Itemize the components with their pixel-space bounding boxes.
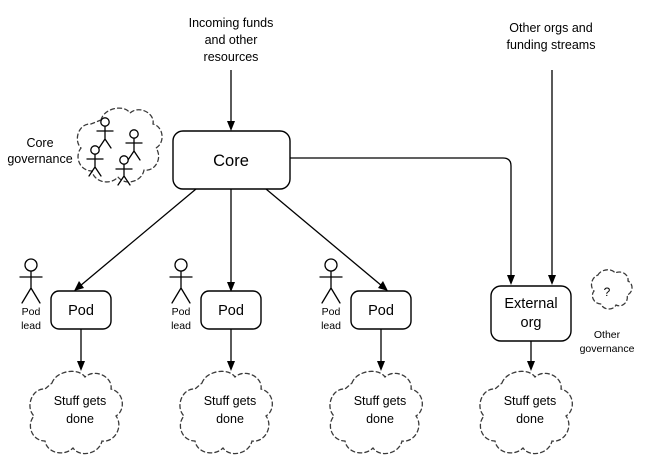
other-governance-group: ? Other governance xyxy=(580,269,635,355)
arrowhead xyxy=(77,361,85,371)
incoming-funds-line-2: and other xyxy=(205,33,258,47)
governance-person-1 xyxy=(96,117,114,149)
pod-lead-2-line-2: lead xyxy=(171,320,191,332)
other-governance-cloud xyxy=(590,269,633,310)
stuff-gets-done-cloud-4 xyxy=(479,370,573,455)
pod-lead-3-line-1: Pod xyxy=(322,306,341,318)
external-org-box[interactable] xyxy=(490,285,572,342)
governance-person-4 xyxy=(115,155,133,186)
outcome-3-line-2: done xyxy=(366,412,394,426)
outcome-1-line-1: Stuff gets xyxy=(54,394,107,408)
other-governance-line-2: governance xyxy=(580,343,635,355)
outcome-4-line-1: Stuff gets xyxy=(504,394,557,408)
edge-external-org-to-outcome-4 xyxy=(527,341,535,371)
governance-person-2 xyxy=(125,129,143,161)
edge-core-to-external-org xyxy=(290,157,515,285)
outcome-3-line-1: Stuff gets xyxy=(354,394,407,408)
arrowhead xyxy=(527,361,535,371)
core-governance-group: Core governance xyxy=(7,107,163,186)
arrowhead xyxy=(227,361,235,371)
external-org-line-2: org xyxy=(521,315,542,331)
arrowhead xyxy=(227,121,235,131)
external-org-line-1: External xyxy=(504,296,557,312)
core-node[interactable]: Core xyxy=(172,130,291,190)
arrowhead xyxy=(507,275,515,285)
arrowhead xyxy=(227,282,235,292)
edge-pod-1-to-outcome-1 xyxy=(77,329,85,371)
other-governance-question-mark: ? xyxy=(604,285,611,299)
core-label: Core xyxy=(213,152,249,170)
outcome-2-line-1: Stuff gets xyxy=(204,394,257,408)
edge-core-to-pod-2 xyxy=(227,189,235,292)
core-governance-cloud xyxy=(76,107,163,183)
core-governance-line-1: Core xyxy=(26,136,53,150)
pod-node-1[interactable]: Pod xyxy=(50,290,112,330)
pod-3-label: Pod xyxy=(368,303,394,319)
pod-lead-3-line-2: lead xyxy=(321,320,341,332)
governance-person-3 xyxy=(86,145,104,177)
other-governance-line-1: Other xyxy=(594,329,621,341)
edge-pod-2-to-outcome-2 xyxy=(227,329,235,371)
pod-lead-2: Pod lead xyxy=(169,258,193,332)
stuff-gets-done-cloud-3 xyxy=(329,370,423,455)
pod-lead-1: Pod lead xyxy=(19,258,43,332)
pod-2-label: Pod xyxy=(218,303,244,319)
outcome-1-line-2: done xyxy=(66,412,94,426)
pod-lead-1-line-1: Pod xyxy=(22,306,41,318)
arrowhead xyxy=(548,275,556,285)
outcome-cloud-1: Stuff gets done xyxy=(29,370,123,455)
pod-node-2[interactable]: Pod xyxy=(200,290,262,330)
other-orgs-line-1: Other orgs and xyxy=(509,21,592,35)
arrowhead xyxy=(74,281,84,291)
outcome-2-line-2: done xyxy=(216,412,244,426)
edge-core-to-pod-1 xyxy=(74,188,197,291)
pod-1-label: Pod xyxy=(68,303,94,319)
stuff-gets-done-cloud-2 xyxy=(179,370,273,455)
edge-other-orgs-to-external-org xyxy=(548,70,556,285)
core-governance-line-2: governance xyxy=(7,152,72,166)
incoming-funds-label: Incoming funds and other resources xyxy=(189,16,274,64)
stuff-gets-done-cloud-1 xyxy=(29,370,123,455)
incoming-funds-line-3: resources xyxy=(204,50,259,64)
outcome-cloud-2: Stuff gets done xyxy=(179,370,273,455)
other-orgs-line-2: funding streams xyxy=(507,38,596,52)
outcome-cloud-4: Stuff gets done xyxy=(479,370,573,455)
outcome-cloud-3: Stuff gets done xyxy=(329,370,423,455)
external-org-node[interactable]: External org xyxy=(490,285,572,342)
arrowhead xyxy=(377,361,385,371)
arrowhead xyxy=(378,281,388,291)
outcome-4-line-2: done xyxy=(516,412,544,426)
edge-core-to-pod-3 xyxy=(265,188,388,291)
incoming-funds-line-1: Incoming funds xyxy=(189,16,274,30)
pod-lead-1-line-2: lead xyxy=(21,320,41,332)
edge-pod-3-to-outcome-3 xyxy=(377,329,385,371)
pod-node-3[interactable]: Pod xyxy=(350,290,412,330)
pod-lead-3: Pod lead xyxy=(319,258,343,332)
other-orgs-label: Other orgs and funding streams xyxy=(507,21,596,52)
pod-lead-2-line-1: Pod xyxy=(172,306,191,318)
edge-incoming-funds-to-core xyxy=(227,70,235,131)
